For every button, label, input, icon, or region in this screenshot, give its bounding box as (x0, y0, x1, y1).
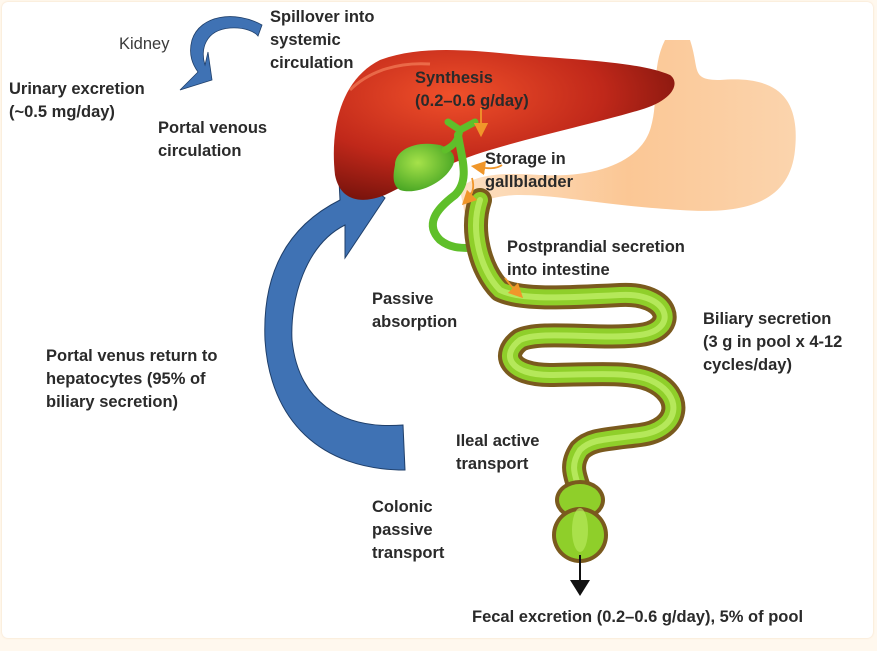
passive-absorption-label: Passive absorption (372, 290, 458, 331)
portal-venous-label: Portal venous circulation (158, 119, 268, 160)
gallbladder (393, 118, 479, 252)
spillover-arrow (179, 16, 263, 91)
portal-return-label: Portal venus return to hepatocytes (95% … (46, 347, 218, 411)
kidney-label: Kidney (119, 35, 170, 53)
spillover-label: Spillover into systemic circulation (270, 8, 375, 72)
orange-flow-arrows (461, 108, 524, 299)
biliary-secretion-label: Biliary secretion (3 g in pool x 4-12 cy… (703, 310, 843, 374)
synthesis-label: Synthesis (0.2–0.6 g/day) (415, 69, 529, 110)
fecal-excretion-label: Fecal excretion (0.2–0.6 g/day), 5% of p… (472, 608, 804, 626)
ileal-transport-label: Ileal active transport (456, 432, 540, 473)
storage-label: Storage in gallbladder (485, 150, 574, 191)
urinary-excretion-label: Urinary excretion (~0.5 mg/day) (9, 80, 145, 121)
colonic-transport-label: Colonic passive transport (372, 498, 445, 562)
intestine (464, 188, 686, 563)
postprandial-label: Postprandial secretion into intestine (507, 238, 685, 279)
stomach (460, 40, 796, 215)
